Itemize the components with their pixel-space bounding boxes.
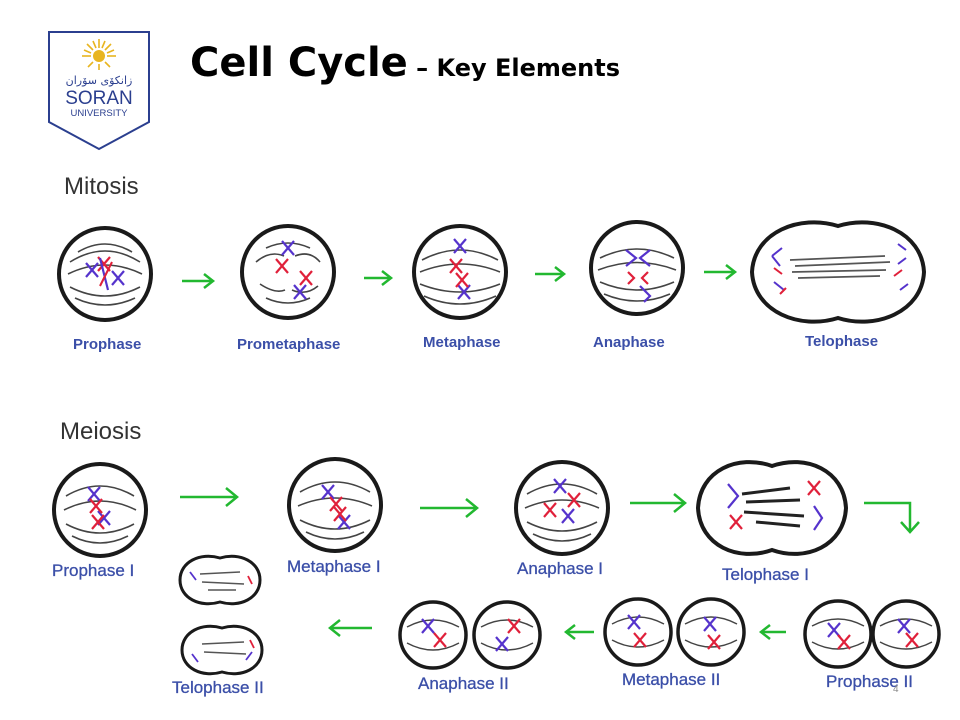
meiosis-telophase-ii-cells [178,554,264,676]
label-prophase-ii: Prophase II [826,672,913,691]
logo-arabic-text: زانكۆی سۆران [66,74,133,87]
label-anaphase-ii: Anaphase II [418,674,509,693]
logo-name: SORAN [65,88,133,109]
meiosis-prophase-ii-cells [803,599,941,669]
label-prometaphase: Prometaphase [237,336,341,353]
mitosis-arrows [182,264,738,289]
meiosis-prophase-i-cell [52,462,148,558]
mitosis-prophase-cell [57,226,153,322]
meiosis-anaphase-ii-cells [398,600,542,670]
arrow-icon [535,266,567,282]
arrow-icon [182,273,216,289]
meiosis-row2-arrows [327,619,786,640]
arrow-icon [420,498,479,518]
slide-title-suffix: – Key Elements [407,54,621,82]
arrow-left-icon [758,624,786,640]
label-prophase-i: Prophase I [52,561,135,580]
label-metaphase-i: Metaphase I [287,557,381,576]
mitosis-heading: Mitosis [64,173,139,200]
page-number: 4 [893,684,899,695]
arrow-icon [704,264,738,280]
meiosis-telophase-i-cell [695,460,849,556]
arrow-icon [180,487,239,507]
arrow-icon [364,270,394,286]
label-anaphase: Anaphase [593,334,665,351]
label-anaphase-i: Anaphase I [517,559,604,578]
mitosis-prometaphase-cell [240,224,336,320]
label-metaphase: Metaphase [423,334,501,351]
mitosis-metaphase-cell [412,224,508,320]
mitosis-anaphase-cell [589,220,685,316]
meiosis-heading: Meiosis [60,418,142,445]
arrow-left-icon [563,624,594,640]
label-telophase-i: Telophase I [722,565,809,584]
meiosis-metaphase-ii-cells [603,597,746,667]
meiosis-row1-arrows [180,487,920,534]
arrow-down-icon [864,501,920,534]
meiosis-metaphase-i-cell [287,457,383,553]
soran-university-logo: زانكۆی سۆران SORAN UNIVERSITY [48,31,150,151]
label-metaphase-ii: Metaphase II [622,670,721,689]
sun-icon [82,39,116,70]
slide-title: Cell Cycle – Key Elements [190,40,620,86]
label-telophase: Telophase [805,333,879,350]
arrow-left-icon [327,619,372,637]
arrow-icon [630,493,687,513]
logo-subtitle: UNIVERSITY [70,108,128,119]
slide-title-main: Cell Cycle [190,40,408,86]
label-prophase: Prophase [73,336,142,353]
meiosis-anaphase-i-cell [514,460,610,556]
mitosis-telophase-cell [749,220,927,324]
label-telophase-ii: Telophase II [172,678,264,697]
